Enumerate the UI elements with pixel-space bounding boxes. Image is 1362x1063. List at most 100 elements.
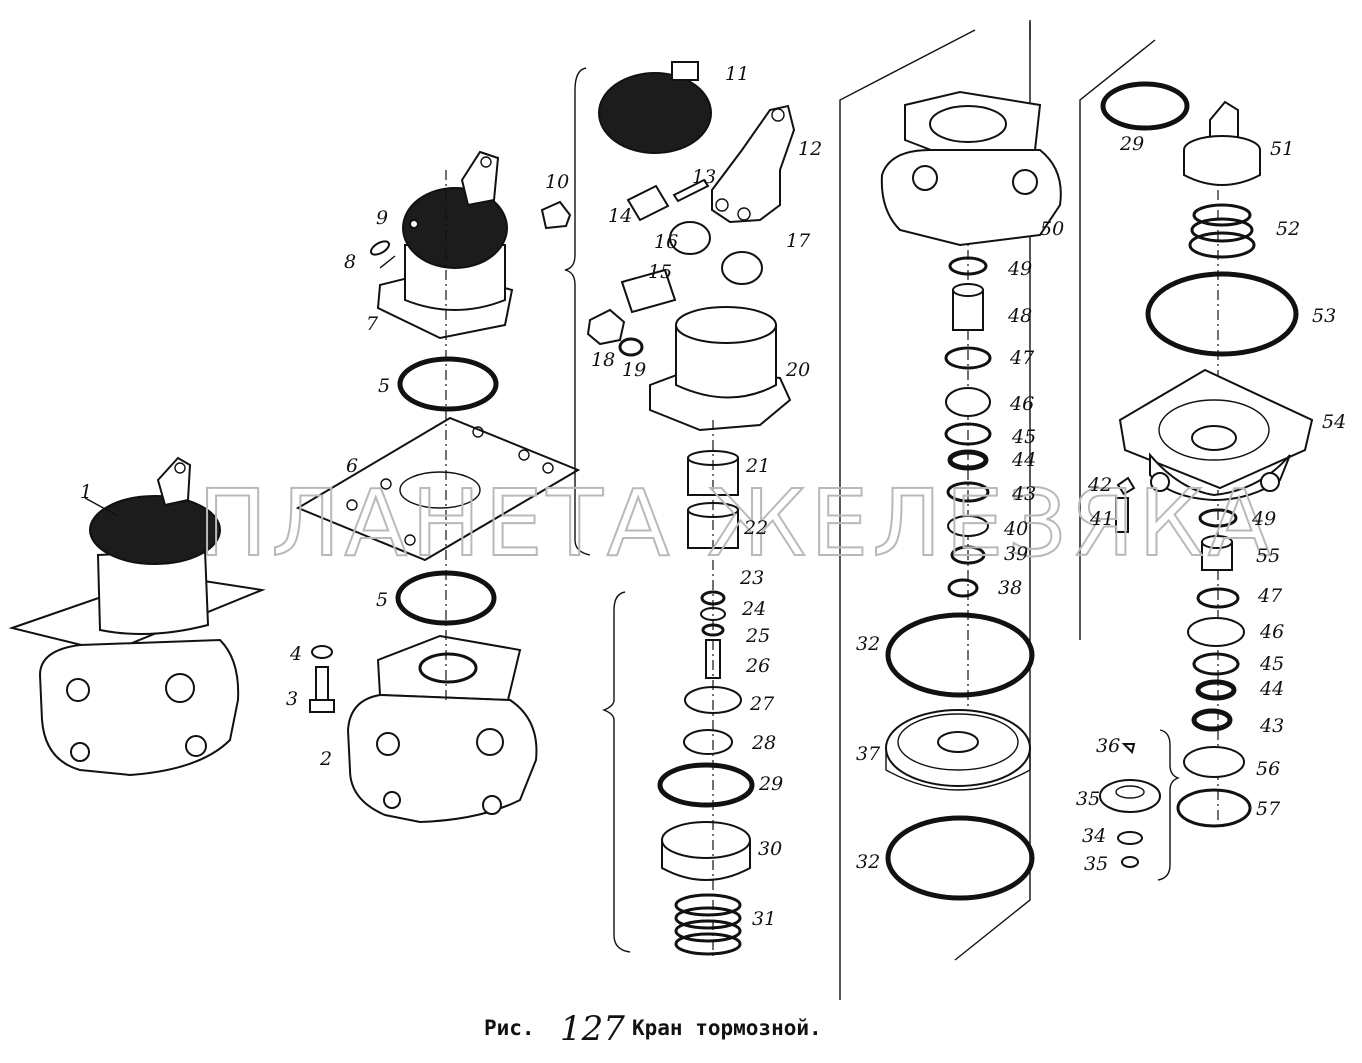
assembled-brake-valve [8, 456, 266, 777]
label-41: 41 [1089, 508, 1114, 530]
label-37: 37 [856, 743, 881, 765]
label-3: 3 [286, 688, 298, 710]
label-11: 11 [725, 63, 749, 85]
group-bracket-right [1157, 729, 1180, 881]
spring-52 [1188, 203, 1256, 259]
label-30: 30 [758, 838, 782, 860]
label-6: 6 [346, 455, 358, 477]
label-47-left: 47 [1009, 347, 1035, 369]
caption-title: Кран тормозной. [632, 1016, 822, 1040]
figure-caption: Рис. 127 Кран тормозной. [484, 1009, 822, 1049]
label-5-lower: 5 [376, 589, 388, 611]
label-54: 54 [1322, 411, 1346, 433]
label-35-lower: 35 [1084, 853, 1108, 875]
label-24: 24 [741, 598, 766, 620]
label-34: 34 [1082, 825, 1106, 847]
label-43-right: 43 [1259, 715, 1284, 737]
label-29-right: 29 [1119, 133, 1144, 155]
pin-14 [626, 184, 670, 222]
label-19: 19 [622, 359, 646, 381]
caption-prefix: Рис. [484, 1016, 535, 1040]
label-45-left: 45 [1011, 426, 1036, 448]
screw-42 [1116, 476, 1136, 496]
frame-line-left [839, 29, 976, 1000]
label-56: 56 [1256, 758, 1280, 780]
roller-17 [721, 251, 763, 285]
frame-line-middle [954, 22, 1031, 961]
label-48: 48 [1007, 305, 1032, 327]
label-52: 52 [1276, 218, 1300, 240]
label-31: 31 [752, 908, 776, 930]
label-14: 14 [608, 205, 632, 227]
label-17: 17 [786, 230, 811, 252]
group-bracket-lower [602, 591, 631, 953]
cover-with-boot [369, 150, 514, 340]
frame-line-right [1079, 39, 1156, 640]
o-ring-upper [397, 356, 499, 412]
roller-16 [669, 221, 711, 255]
label-5-upper: 5 [378, 375, 390, 397]
o-ring-53 [1145, 271, 1299, 357]
label-49-left: 49 [1007, 258, 1032, 280]
pin-13 [672, 178, 710, 203]
label-40: 40 [1003, 518, 1028, 540]
label-35-upper: 35 [1076, 788, 1100, 810]
label-18: 18 [591, 349, 615, 371]
label-39: 39 [1004, 543, 1028, 565]
label-45-right: 45 [1259, 653, 1284, 675]
label-16: 16 [654, 231, 678, 253]
label-20: 20 [785, 359, 810, 381]
diaphragm-37 [885, 709, 1031, 791]
label-49-right: 49 [1251, 508, 1276, 530]
label-8: 8 [344, 251, 356, 273]
label-2: 2 [319, 748, 332, 770]
label-38: 38 [998, 577, 1022, 599]
group-bracket-upper [564, 67, 591, 556]
o-ring-29-right [1100, 81, 1190, 131]
lower-cover-54 [1118, 368, 1314, 502]
lever [711, 104, 796, 224]
label-46-right: 46 [1259, 621, 1284, 643]
screw-41 [1115, 497, 1129, 533]
label-1: 1 [80, 481, 92, 503]
valve-housing [346, 634, 538, 824]
part-labels: 1 2 3 4 5 5 6 7 8 9 10 11 12 13 14 15 16… [80, 63, 1346, 930]
plug-18 [586, 308, 626, 346]
label-53: 53 [1312, 305, 1336, 327]
label-44-right: 44 [1259, 678, 1284, 700]
label-57: 57 [1256, 798, 1281, 820]
piston-51 [1183, 100, 1261, 186]
label-32-lower: 32 [856, 851, 880, 873]
label-27: 27 [749, 693, 775, 715]
seal-ring-19 [618, 337, 644, 357]
label-9: 9 [376, 207, 388, 229]
label-55: 55 [1256, 545, 1280, 567]
gasket-plate [295, 416, 581, 562]
label-51: 51 [1270, 138, 1294, 160]
label-47-right: 47 [1257, 585, 1283, 607]
upper-body [649, 306, 792, 432]
axle-15 [620, 268, 677, 314]
label-28: 28 [751, 732, 776, 754]
label-23: 23 [739, 567, 764, 589]
label-32-upper: 32 [856, 633, 880, 655]
label-29-left: 29 [758, 773, 783, 795]
label-10: 10 [545, 171, 569, 193]
label-42: 42 [1087, 474, 1112, 496]
spring-31 [674, 893, 742, 956]
label-50: 50 [1040, 218, 1064, 240]
label-44-left: 44 [1011, 449, 1036, 471]
label-21: 21 [745, 455, 770, 477]
caption-number: 127 [560, 1009, 625, 1049]
label-12: 12 [798, 138, 822, 160]
plug [540, 200, 572, 230]
label-7: 7 [366, 313, 379, 335]
label-4: 4 [289, 643, 302, 665]
o-ring-32-lower [885, 815, 1035, 901]
label-43-left: 43 [1011, 483, 1036, 505]
label-36: 36 [1096, 735, 1120, 757]
dust-boot [598, 61, 712, 154]
label-13: 13 [692, 166, 716, 188]
o-ring-32-upper [885, 612, 1035, 698]
